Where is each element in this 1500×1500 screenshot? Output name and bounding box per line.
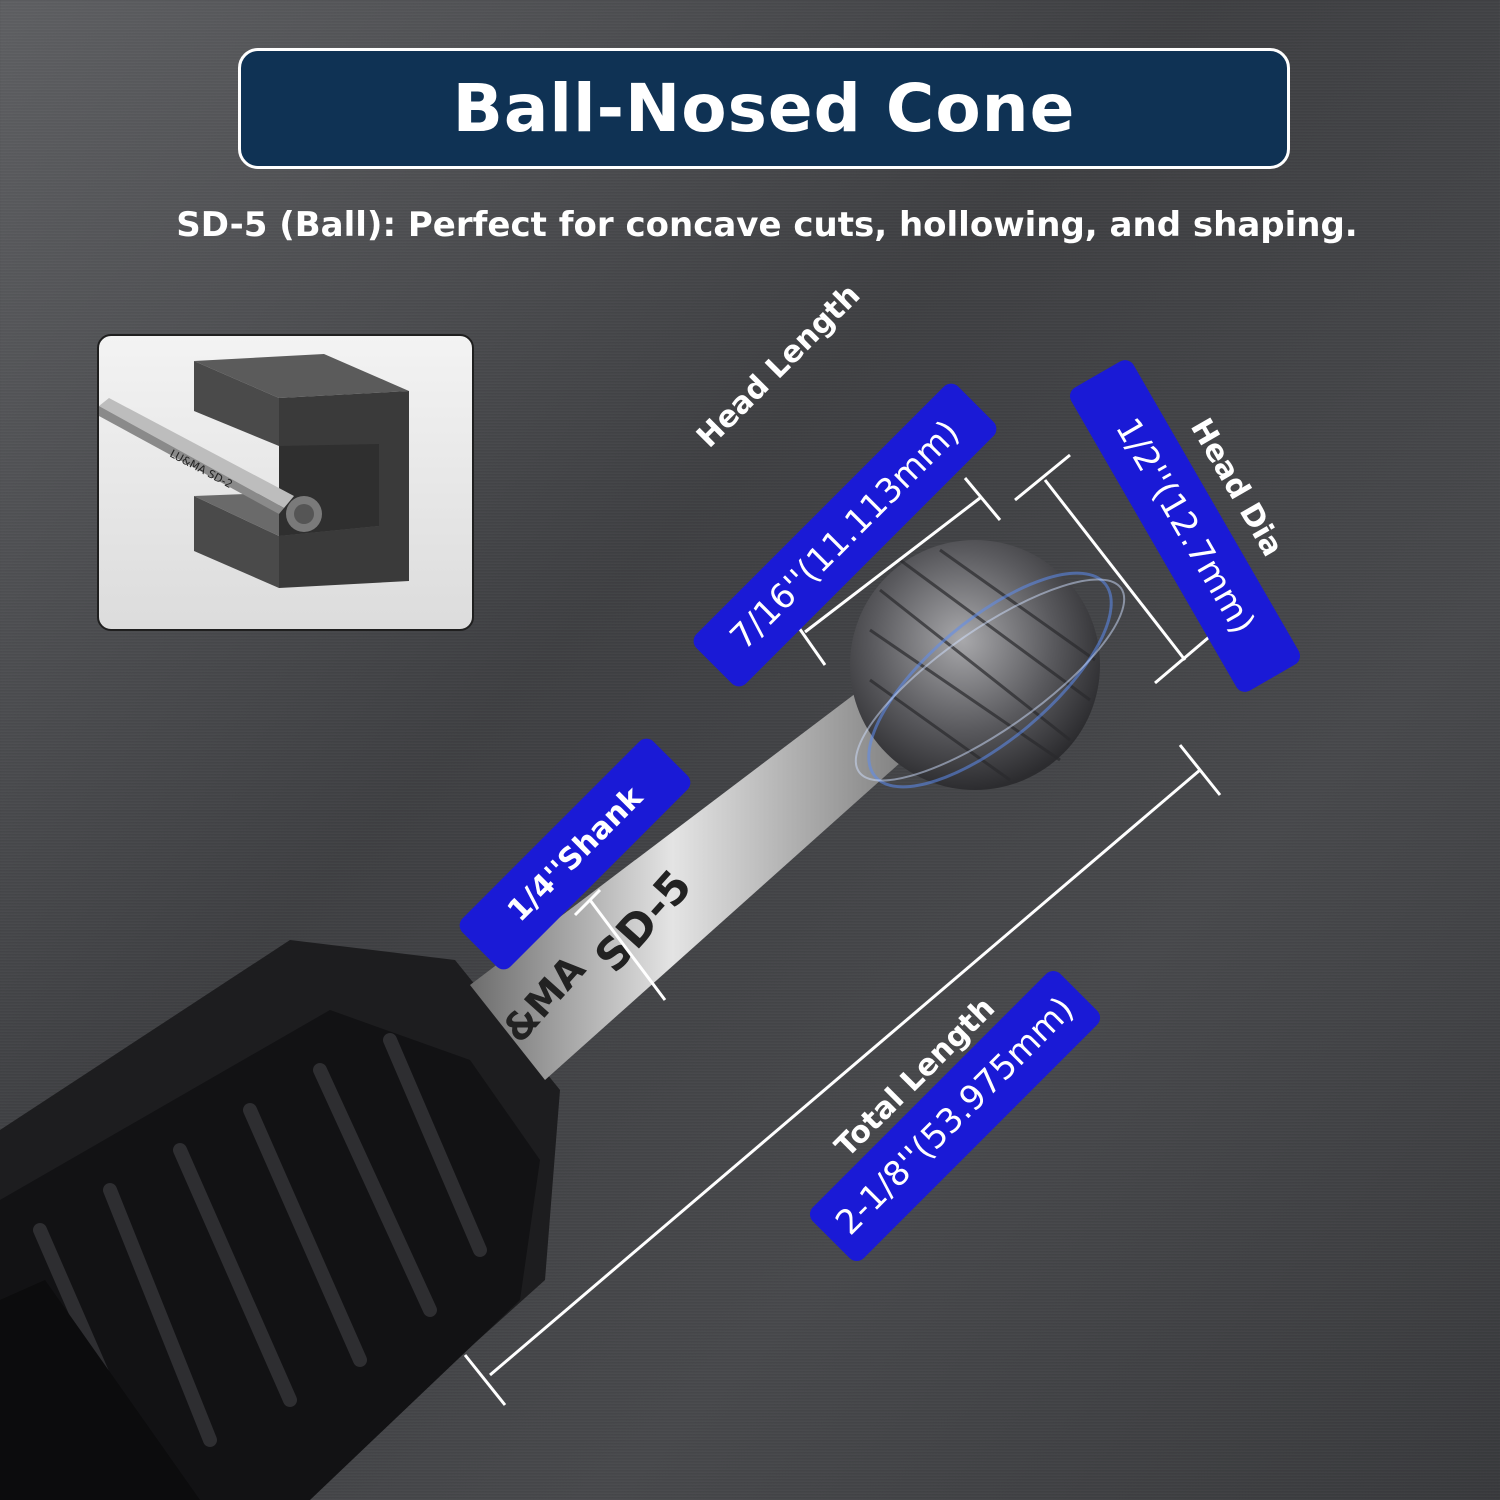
drill-chuck [0, 940, 560, 1500]
inset-bit [99, 398, 322, 532]
head-dia-line [1043, 479, 1187, 661]
dimension-lines [463, 453, 1222, 1406]
title-banner: Ball-Nosed Cone [238, 48, 1290, 169]
head-length-line [804, 496, 981, 634]
ball-head [850, 540, 1126, 790]
usage-illustration: LU&MA SD-2 [99, 354, 409, 588]
total-length-line [489, 768, 1201, 1377]
subtitle: SD-5 (Ball): Perfect for concave cuts, h… [176, 205, 1358, 245]
page-title: Ball-Nosed Cone [452, 70, 1076, 147]
usage-inset-image: LU&MA SD-2 [97, 334, 474, 631]
